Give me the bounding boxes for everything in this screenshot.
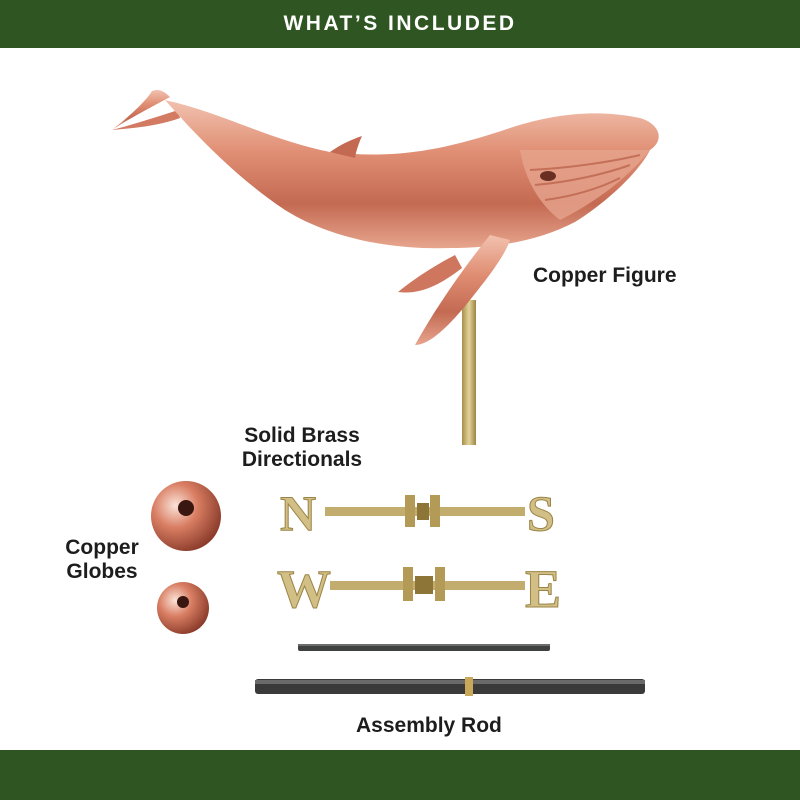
copper-globe-small-icon xyxy=(157,582,209,634)
north-letter: N xyxy=(280,485,316,540)
west-letter: W xyxy=(277,559,331,617)
copper-figure-label: Copper Figure xyxy=(533,264,677,288)
east-letter: E xyxy=(525,559,561,617)
globes-label-line1: Copper xyxy=(65,536,139,559)
banner-title: WHAT’S INCLUDED xyxy=(283,12,517,35)
header-banner: WHAT’S INCLUDED xyxy=(0,0,800,48)
copper-figure-text: Copper Figure xyxy=(533,264,677,287)
assembly-rod-thick-icon xyxy=(255,677,645,696)
assembly-rod-thin-icon xyxy=(298,644,550,651)
brass-directionals-label: Solid Brass Directionals xyxy=(237,424,367,472)
footer-bar xyxy=(0,750,800,800)
brass-label-line1: Solid Brass xyxy=(244,424,360,447)
assembly-rod-label: Assembly Rod xyxy=(356,714,502,738)
copper-globes-label: Copper Globes xyxy=(57,536,147,584)
brass-label-line2: Directionals xyxy=(241,448,363,471)
brass-directional-we-icon: W E xyxy=(277,559,562,618)
globes-label-line2: Globes xyxy=(66,560,138,583)
south-letter: S xyxy=(527,485,555,540)
assembly-rod-text: Assembly Rod xyxy=(356,714,502,737)
whale-figure-icon xyxy=(112,89,659,445)
copper-globe-large-icon xyxy=(151,481,221,551)
brass-directional-ns-icon: N S xyxy=(280,485,556,540)
